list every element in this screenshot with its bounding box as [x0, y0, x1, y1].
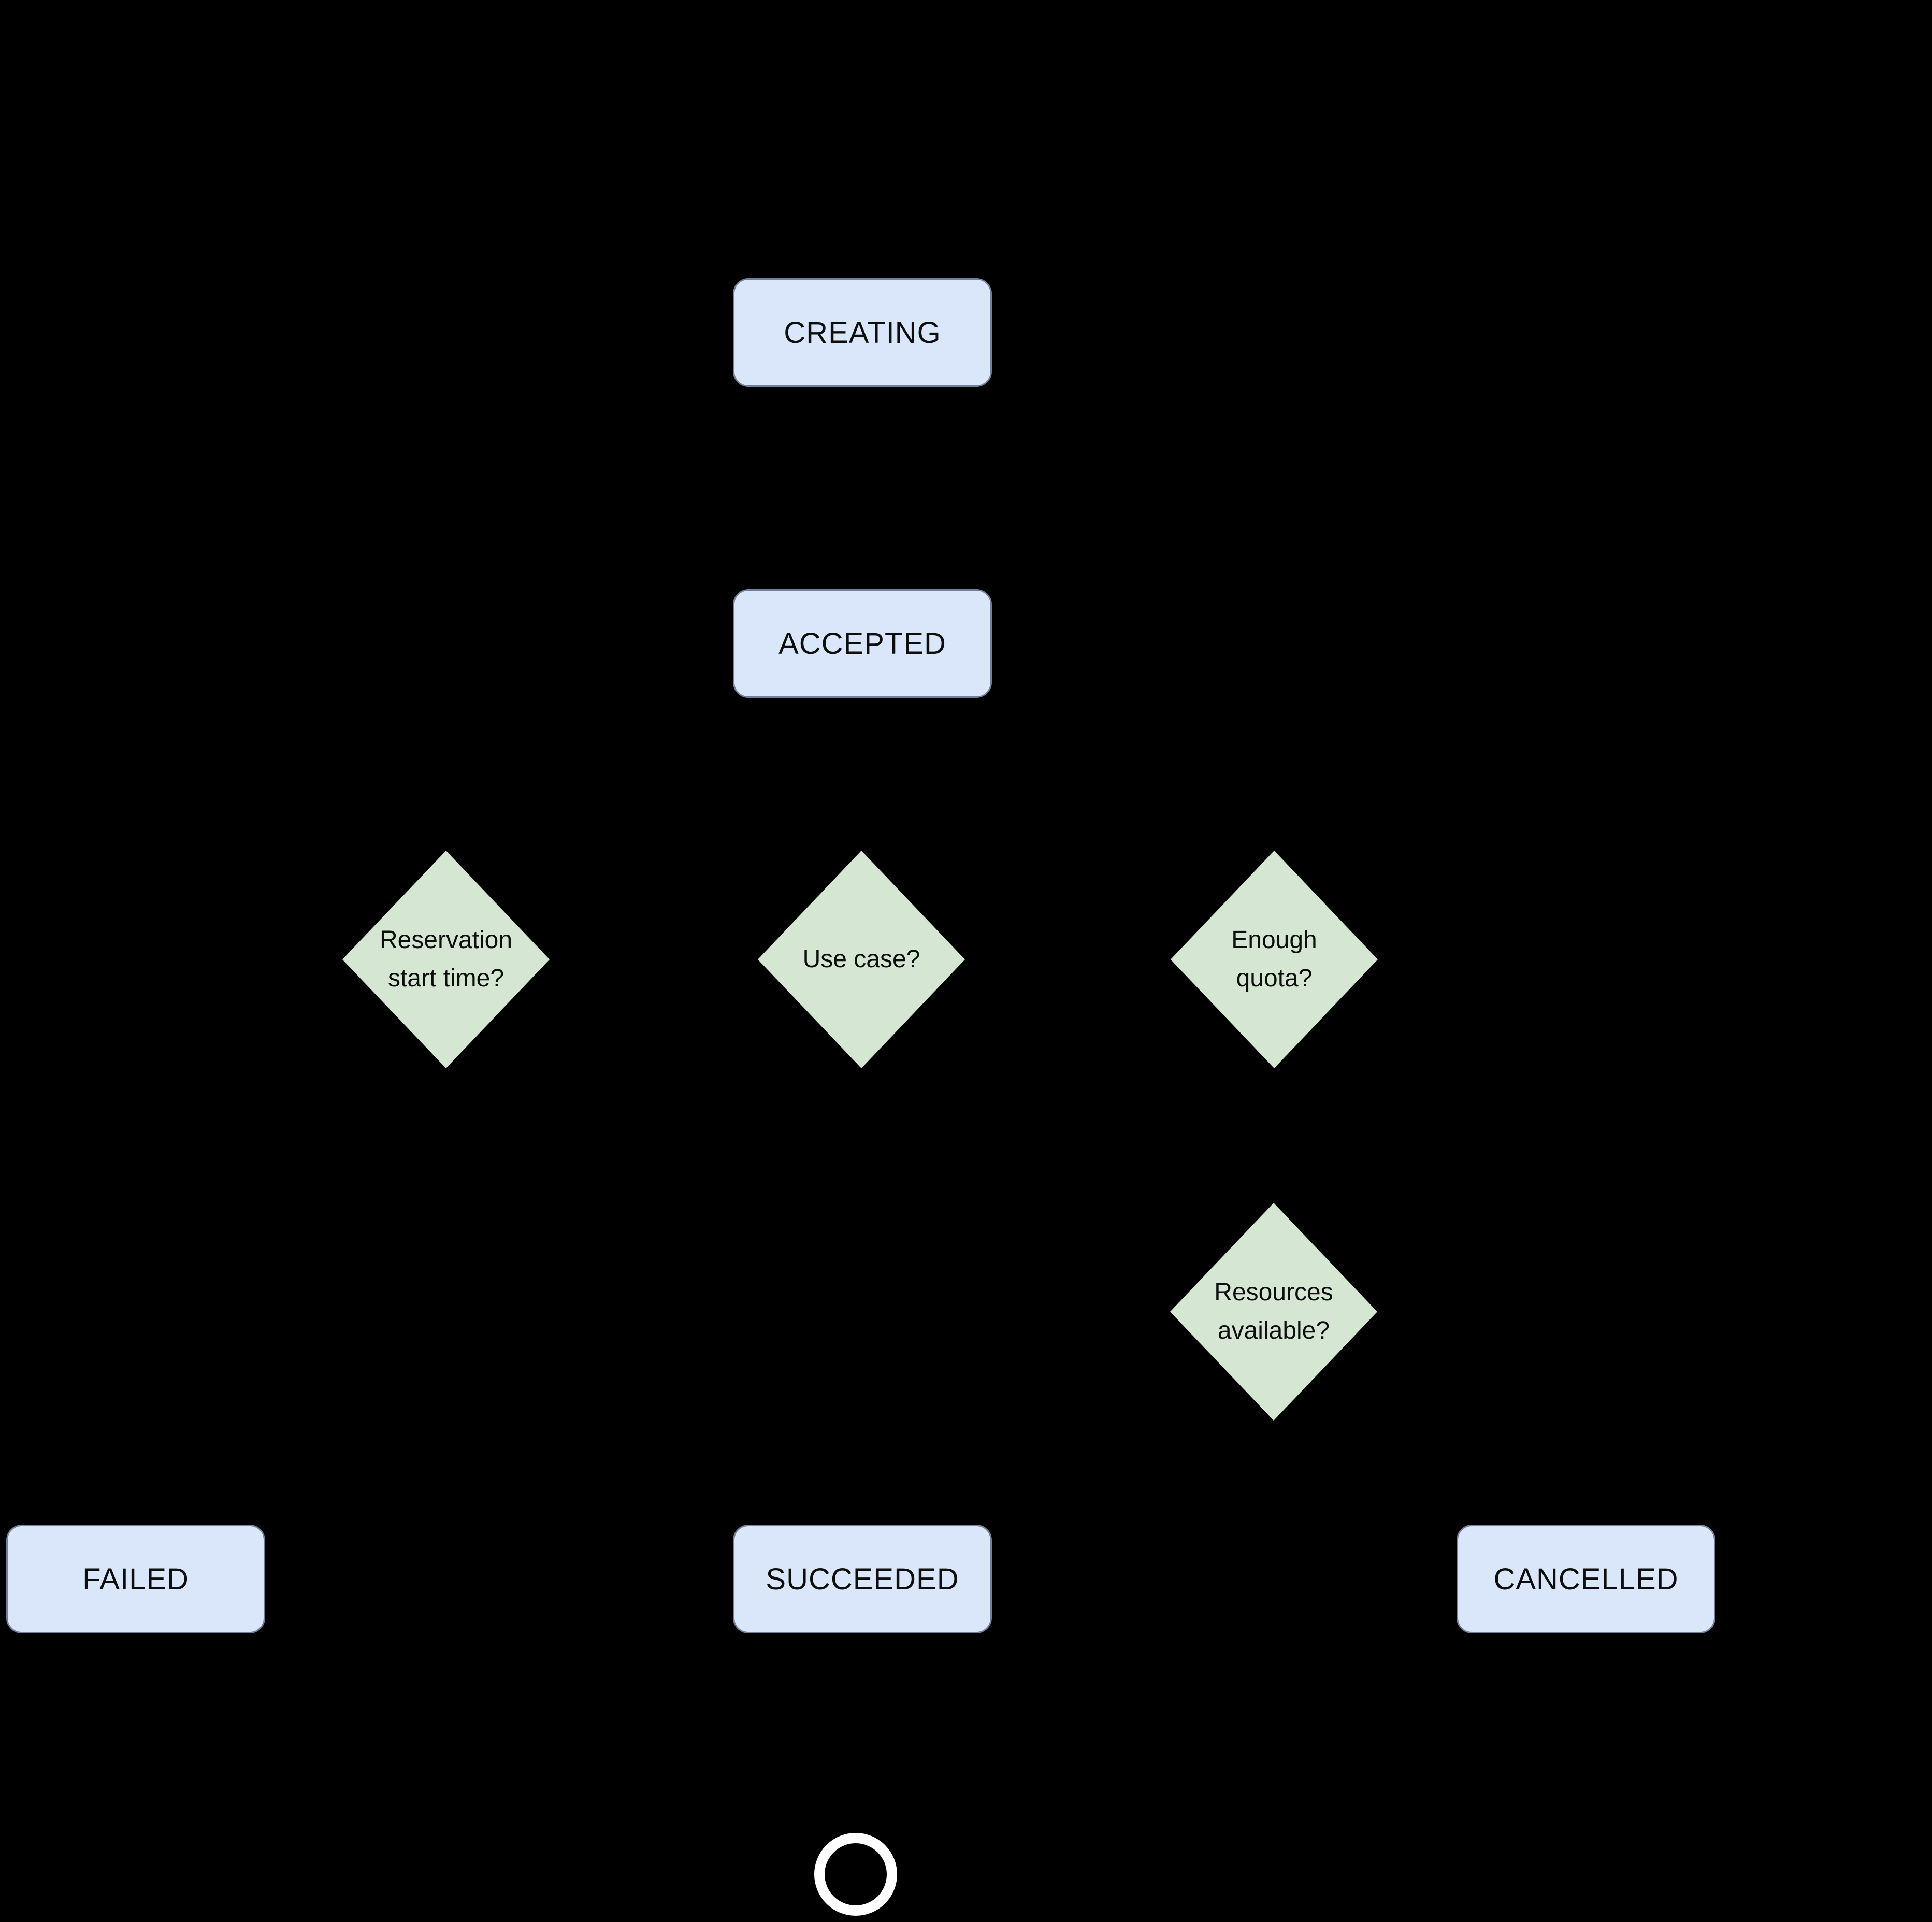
state-label-succeeded: SUCCEEDED [766, 1562, 959, 1596]
decision-use-case: Use case? [758, 851, 965, 1068]
decision-label-line: start time? [387, 965, 504, 992]
state-box-accepted: ACCEPTED [733, 589, 992, 698]
decision-label-line: available? [1217, 1317, 1330, 1344]
decision-enough-quota: Enough quota? [1171, 851, 1378, 1068]
decision-label-line: Reservation [379, 926, 513, 954]
decision-label-line: quota? [1236, 965, 1313, 992]
decision-resources-available: Resources available? [1170, 1203, 1377, 1421]
decision-label-line: Resources [1214, 1279, 1333, 1306]
state-box-failed: FAILED [6, 1525, 265, 1633]
end-state-circle-icon [814, 1833, 897, 1916]
state-label-failed: FAILED [82, 1562, 189, 1596]
decision-label-line: Use case? [802, 945, 920, 973]
state-label-cancelled: CANCELLED [1493, 1562, 1679, 1596]
state-box-cancelled: CANCELLED [1457, 1525, 1715, 1633]
state-box-creating: CREATING [733, 278, 992, 387]
decision-reservation-start-time: Reservation start time? [342, 851, 550, 1068]
state-box-succeeded: SUCCEEDED [733, 1525, 992, 1633]
decision-label-line: Enough [1231, 926, 1317, 954]
state-label-creating: CREATING [784, 315, 941, 350]
state-label-accepted: ACCEPTED [778, 626, 946, 661]
